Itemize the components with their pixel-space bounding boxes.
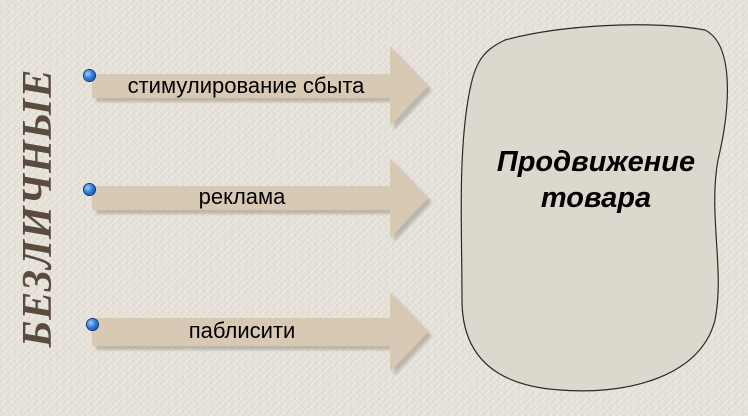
arrow-label-sales-promotion: стимулирование сбыта (127, 73, 365, 98)
arrow-label-publicity: паблисити (188, 318, 296, 343)
bullet-icon (87, 319, 98, 330)
arrow-shape-3 (92, 292, 428, 372)
arrow-label-advertising: реклама (198, 184, 286, 209)
arrow-shape-2 (92, 158, 428, 238)
promotion-blob (460, 24, 728, 392)
bullet-icon (84, 184, 95, 195)
arrow-shape-1 (92, 46, 428, 126)
target-label: Продвижение товара (496, 146, 696, 214)
bullet-icon (84, 70, 95, 81)
